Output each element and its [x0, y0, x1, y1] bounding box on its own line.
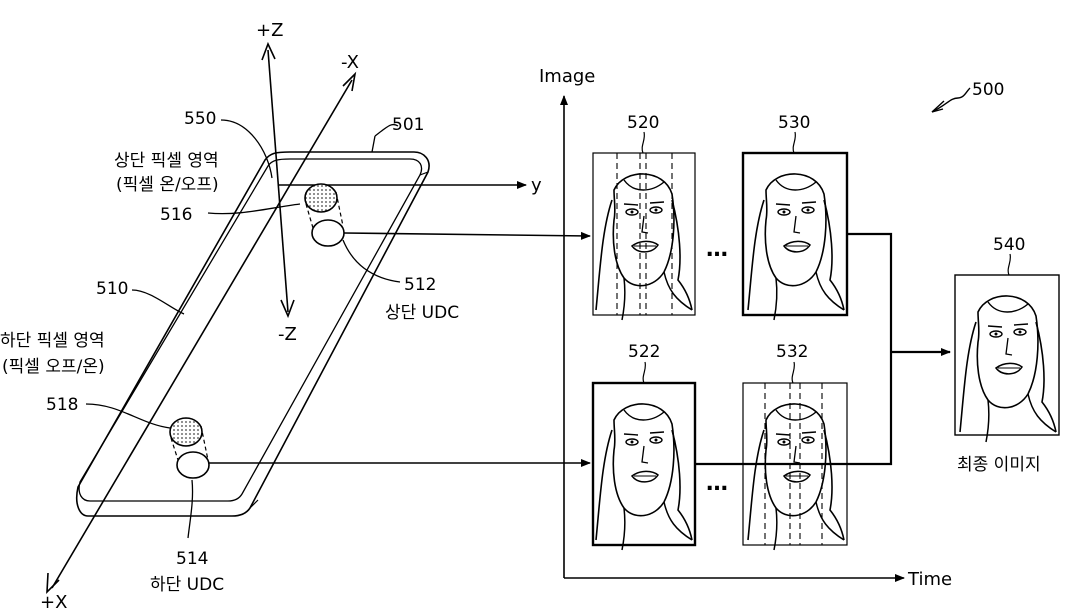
merge-lines	[695, 232, 951, 466]
ref-500: 500	[972, 80, 1004, 100]
final-image-label: 최종 이미지	[957, 455, 1041, 475]
ref-501: 501	[392, 115, 424, 135]
ref-532: 532	[776, 342, 808, 362]
device-leaders	[85, 119, 401, 539]
plus-z-label: +Z	[256, 20, 283, 41]
frame-530: 530	[741, 113, 849, 321]
top-region-label-2: (픽셀 온/오프)	[116, 175, 219, 195]
ref-540: 540	[993, 235, 1025, 255]
ref-530: 530	[778, 113, 810, 133]
top-camera	[304, 183, 345, 247]
device-screen	[78, 158, 423, 502]
device	[75, 151, 430, 517]
device-labels: 550 501 상단 픽셀 영역 (픽셀 온/오프) 516 510 512 상…	[0, 109, 459, 595]
ref-516: 516	[160, 205, 192, 225]
bottom-pixel-region	[169, 417, 203, 447]
minus-x-label: -X	[341, 52, 359, 73]
x-axis-line	[51, 79, 353, 589]
ref-522: 522	[628, 342, 660, 362]
ref-514: 514	[176, 549, 208, 569]
device-body	[75, 151, 430, 517]
axes: +Z -Z -X +X y	[40, 20, 542, 613]
frame-522: 522	[591, 342, 697, 551]
frame-540: 540 최종 이미지	[954, 235, 1060, 475]
figure-ref: 500	[931, 80, 1004, 113]
ref-518: 518	[46, 395, 78, 415]
ref-520: 520	[627, 113, 659, 133]
frame-532: 532	[742, 342, 848, 551]
z-axis-line	[267, 49, 289, 313]
ellipsis-top: …	[706, 237, 728, 262]
top-udc-label: 상단 UDC	[385, 303, 459, 323]
time-graph: Image Time	[539, 66, 952, 590]
ref-510: 510	[96, 279, 128, 299]
bottom-udc-lens	[176, 451, 210, 479]
top-udc-lens	[311, 219, 345, 247]
bottom-region-label-1: 하단 픽셀 영역	[0, 331, 105, 351]
top-capture-arrow	[343, 231, 591, 240]
ref-550: 550	[184, 109, 216, 129]
bottom-region-label-2: (픽셀 오프/온)	[2, 357, 105, 377]
minus-z-label: -Z	[278, 324, 297, 345]
time-axis-label: Time	[907, 569, 952, 590]
top-region-label-1: 상단 픽셀 영역	[114, 151, 219, 171]
bottom-camera	[169, 417, 210, 479]
image-axis-label: Image	[539, 66, 595, 87]
plus-x-label: +X	[40, 592, 67, 613]
ellipsis-bottom: …	[706, 471, 728, 496]
bottom-udc-label: 하단 UDC	[150, 575, 224, 595]
ref-512: 512	[404, 275, 436, 295]
y-label: y	[531, 175, 542, 196]
top-pixel-region	[304, 183, 338, 213]
frame-520: 520	[592, 113, 696, 321]
